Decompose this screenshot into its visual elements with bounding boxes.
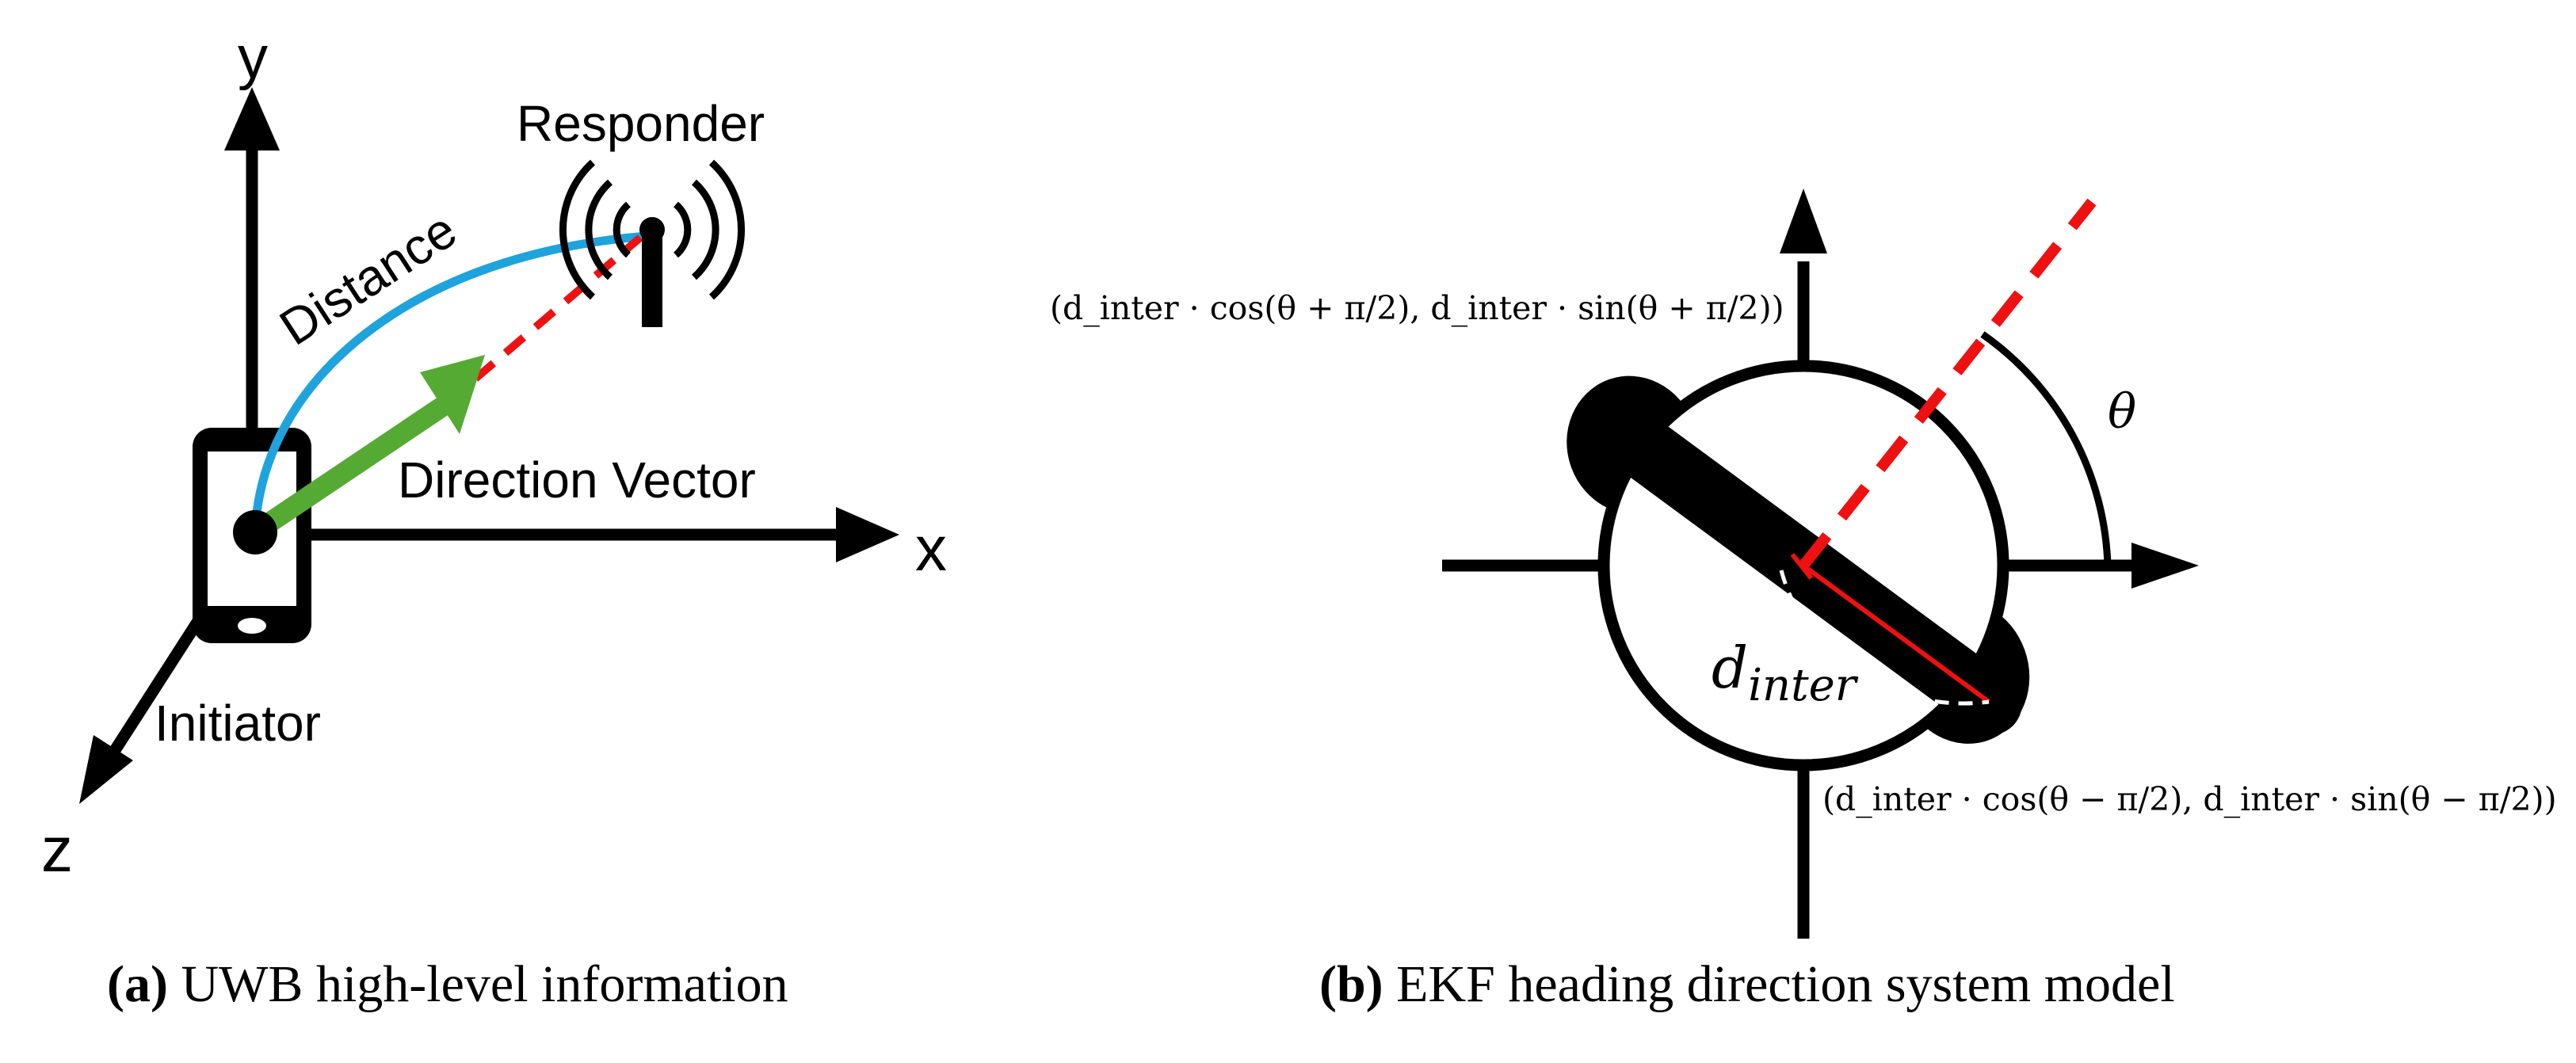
heading-dashed-line xyxy=(1799,198,2097,570)
initiator-label: Initiator xyxy=(155,695,321,752)
theta-angle-arc xyxy=(1980,331,2112,566)
d-inter-main: d xyxy=(1712,634,1748,701)
d-inter-label: dinter xyxy=(1712,634,1859,711)
phone-home-button xyxy=(238,618,266,634)
direction-arrow-shaft xyxy=(249,397,450,541)
d-inter-line xyxy=(1802,563,1990,704)
z-axis-label: z xyxy=(41,814,73,885)
responder-antenna-icon xyxy=(559,159,746,327)
d-inter-subscript: inter xyxy=(1748,660,1859,711)
panel-a-diagram: y x z Responder Distance Direction Vecto… xyxy=(41,24,947,885)
vertical-axis-arrowhead xyxy=(1780,189,1827,253)
caption-a-letter: (a) xyxy=(107,955,168,1013)
caption-a: (a) UWB high-level information xyxy=(107,954,788,1015)
responder-label: Responder xyxy=(517,95,765,152)
d-inter-end-tick xyxy=(1790,553,1814,580)
theta-label: θ xyxy=(2108,384,2136,440)
initiator-dot xyxy=(233,510,277,554)
distance-arc xyxy=(250,231,649,533)
d-inter-dashed-arc xyxy=(1779,570,1990,706)
direction-vector-label: Direction Vector xyxy=(398,451,756,509)
horizontal-axis-arrowhead xyxy=(2131,543,2199,589)
formula-top: (d_inter · cos(θ + π/2), d_inter · sin(θ… xyxy=(1050,289,1784,327)
panel-b-diagram: θ dinter xyxy=(1442,189,2199,939)
x-axis-label: x xyxy=(915,513,947,584)
z-axis-arrowhead xyxy=(79,735,133,804)
direction-dashed-line xyxy=(472,234,643,382)
caption-a-text: UWB high-level information xyxy=(167,955,788,1013)
caption-b: (b) EKF heading direction system model xyxy=(1319,954,2175,1015)
x-axis-arrowhead xyxy=(836,507,899,562)
y-axis-arrowhead xyxy=(224,87,280,150)
y-axis-label: y xyxy=(238,24,268,91)
formula-bottom: (d_inter · cos(θ − π/2), d_inter · sin(θ… xyxy=(1822,780,2557,818)
caption-b-letter: (b) xyxy=(1319,955,1383,1013)
direction-arrow-head xyxy=(420,355,485,434)
caption-b-text: EKF heading direction system model xyxy=(1383,955,2175,1013)
